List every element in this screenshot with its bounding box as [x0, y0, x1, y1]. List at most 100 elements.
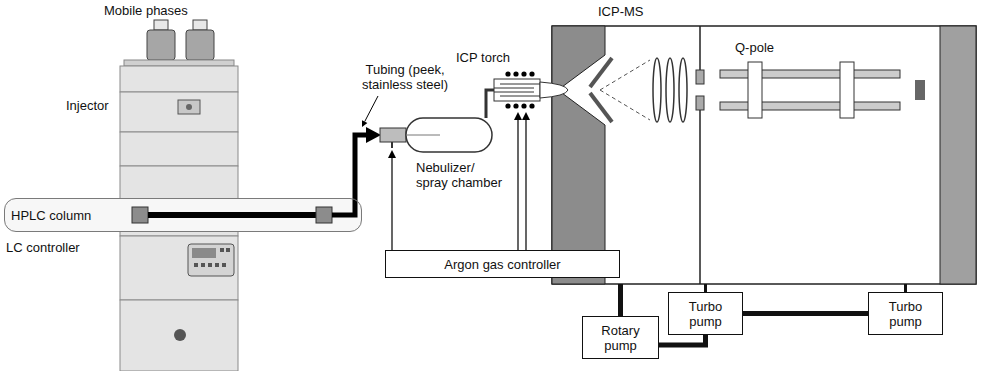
rf-coil: [529, 71, 534, 76]
injector-tube: [494, 92, 534, 93]
node-label: Turbo pump: [874, 299, 937, 329]
skimmer-cone: [590, 58, 612, 87]
deflector: [915, 80, 925, 100]
rf-coil: [505, 103, 510, 108]
hplc-stack: [120, 20, 238, 371]
column-band-ground: [4, 198, 362, 232]
vacuum-line: [904, 284, 907, 292]
gas-line: [517, 119, 518, 250]
bottle-neck: [154, 20, 168, 30]
instrument-housing: ICP-MS: [552, 26, 976, 284]
leader-line: [365, 96, 378, 122]
pump-box: Turbo pump: [668, 292, 743, 335]
tubing-arrowhead: [366, 127, 381, 143]
ion-lens: [679, 58, 687, 122]
part-label: Q-pole: [735, 40, 774, 55]
injector-tube: [494, 88, 534, 89]
pump-module: [120, 66, 238, 92]
rod-holder: [748, 62, 762, 118]
key: [194, 263, 198, 267]
skimmer-cone: [590, 93, 612, 122]
power-button: [174, 329, 186, 341]
plasma: [540, 82, 568, 98]
vacuum-line: [743, 311, 868, 316]
part-label: Mobile phases: [104, 3, 188, 18]
rf-coil: [521, 71, 526, 76]
rf-coil: [513, 103, 518, 108]
gas-arrowhead: [388, 150, 396, 158]
node-label: Rotary pump: [588, 323, 653, 353]
spray-chamber: [406, 118, 492, 152]
ion-beam: [600, 90, 650, 120]
injector-port: [178, 100, 200, 114]
key: [201, 263, 205, 267]
keypad: [188, 244, 234, 276]
gas-arrowhead: [514, 112, 522, 120]
rf-coil: [513, 71, 518, 76]
rod-holder: [840, 62, 854, 118]
vacuum-line: [618, 284, 623, 316]
rf-coil: [505, 71, 510, 76]
aperture-block: [696, 70, 704, 84]
injector-knob: [186, 104, 192, 110]
pump-box: Turbo pump: [868, 292, 943, 335]
detector-block: [940, 26, 976, 284]
torch-inner-tube: [500, 96, 540, 97]
solvent-bottle: [186, 30, 214, 60]
instrument-heading: ICP-MS: [598, 4, 644, 19]
part-label: Nebulizer/ spray chamber: [416, 160, 508, 190]
gas-line: [391, 157, 392, 250]
aperture-block: [696, 96, 704, 110]
solvent-bottle: [147, 30, 175, 60]
chamber-wall: [699, 96, 701, 284]
nebulizer-body: [380, 128, 406, 142]
key: [208, 263, 212, 267]
bottle-neck: [193, 20, 207, 30]
gas-line: [525, 119, 526, 250]
column-tube: [148, 212, 316, 218]
detector-module: [120, 132, 238, 166]
torch-tube: [494, 79, 540, 101]
node-label: Argon gas controller: [444, 257, 560, 272]
housing-outline: [552, 26, 976, 284]
part-label: ICP torch: [456, 50, 510, 65]
injector-module: [120, 92, 238, 132]
column-fitting: [132, 207, 148, 223]
node-label: HPLC column: [11, 208, 91, 223]
part-label: LC controller: [6, 240, 80, 255]
quadrupole-rod: [720, 70, 900, 78]
rf-coil: [529, 103, 534, 108]
ion-lens: [653, 58, 661, 122]
key: [222, 263, 226, 267]
hplc-column: [132, 207, 332, 223]
controller-module: [120, 236, 238, 300]
transfer-tube: [486, 90, 494, 118]
ion-beam: [600, 60, 650, 90]
torch-inner-tube: [500, 84, 540, 85]
node-label: Turbo pump: [674, 299, 737, 329]
solvent-tray: [124, 60, 234, 66]
ion-lens: [666, 58, 674, 122]
key: [220, 248, 224, 252]
quadrupole-rod: [720, 102, 900, 110]
icp-torch: [494, 71, 568, 108]
vacuum-line: [704, 284, 707, 292]
nebulizer: [380, 90, 494, 152]
argon-lines: [388, 112, 530, 250]
key: [215, 263, 219, 267]
column-fitting: [316, 207, 332, 223]
controller-box: Argon gas controller: [385, 250, 620, 278]
part-label: Tubing (peek, stainless steel): [340, 62, 470, 92]
part-label: Injector: [66, 98, 109, 113]
vacuum-line: [659, 335, 706, 345]
key: [226, 248, 230, 252]
gas-inlet: [391, 142, 393, 148]
pump-box: Rotary pump: [582, 316, 659, 359]
ms-housing: [552, 26, 976, 284]
gas-arrowhead: [522, 112, 530, 120]
leader-arrowhead: [362, 120, 367, 127]
rf-coil: [521, 103, 526, 108]
column-band: HPLC column: [4, 198, 362, 232]
display: [192, 248, 216, 258]
sampler-cone: [552, 26, 605, 284]
